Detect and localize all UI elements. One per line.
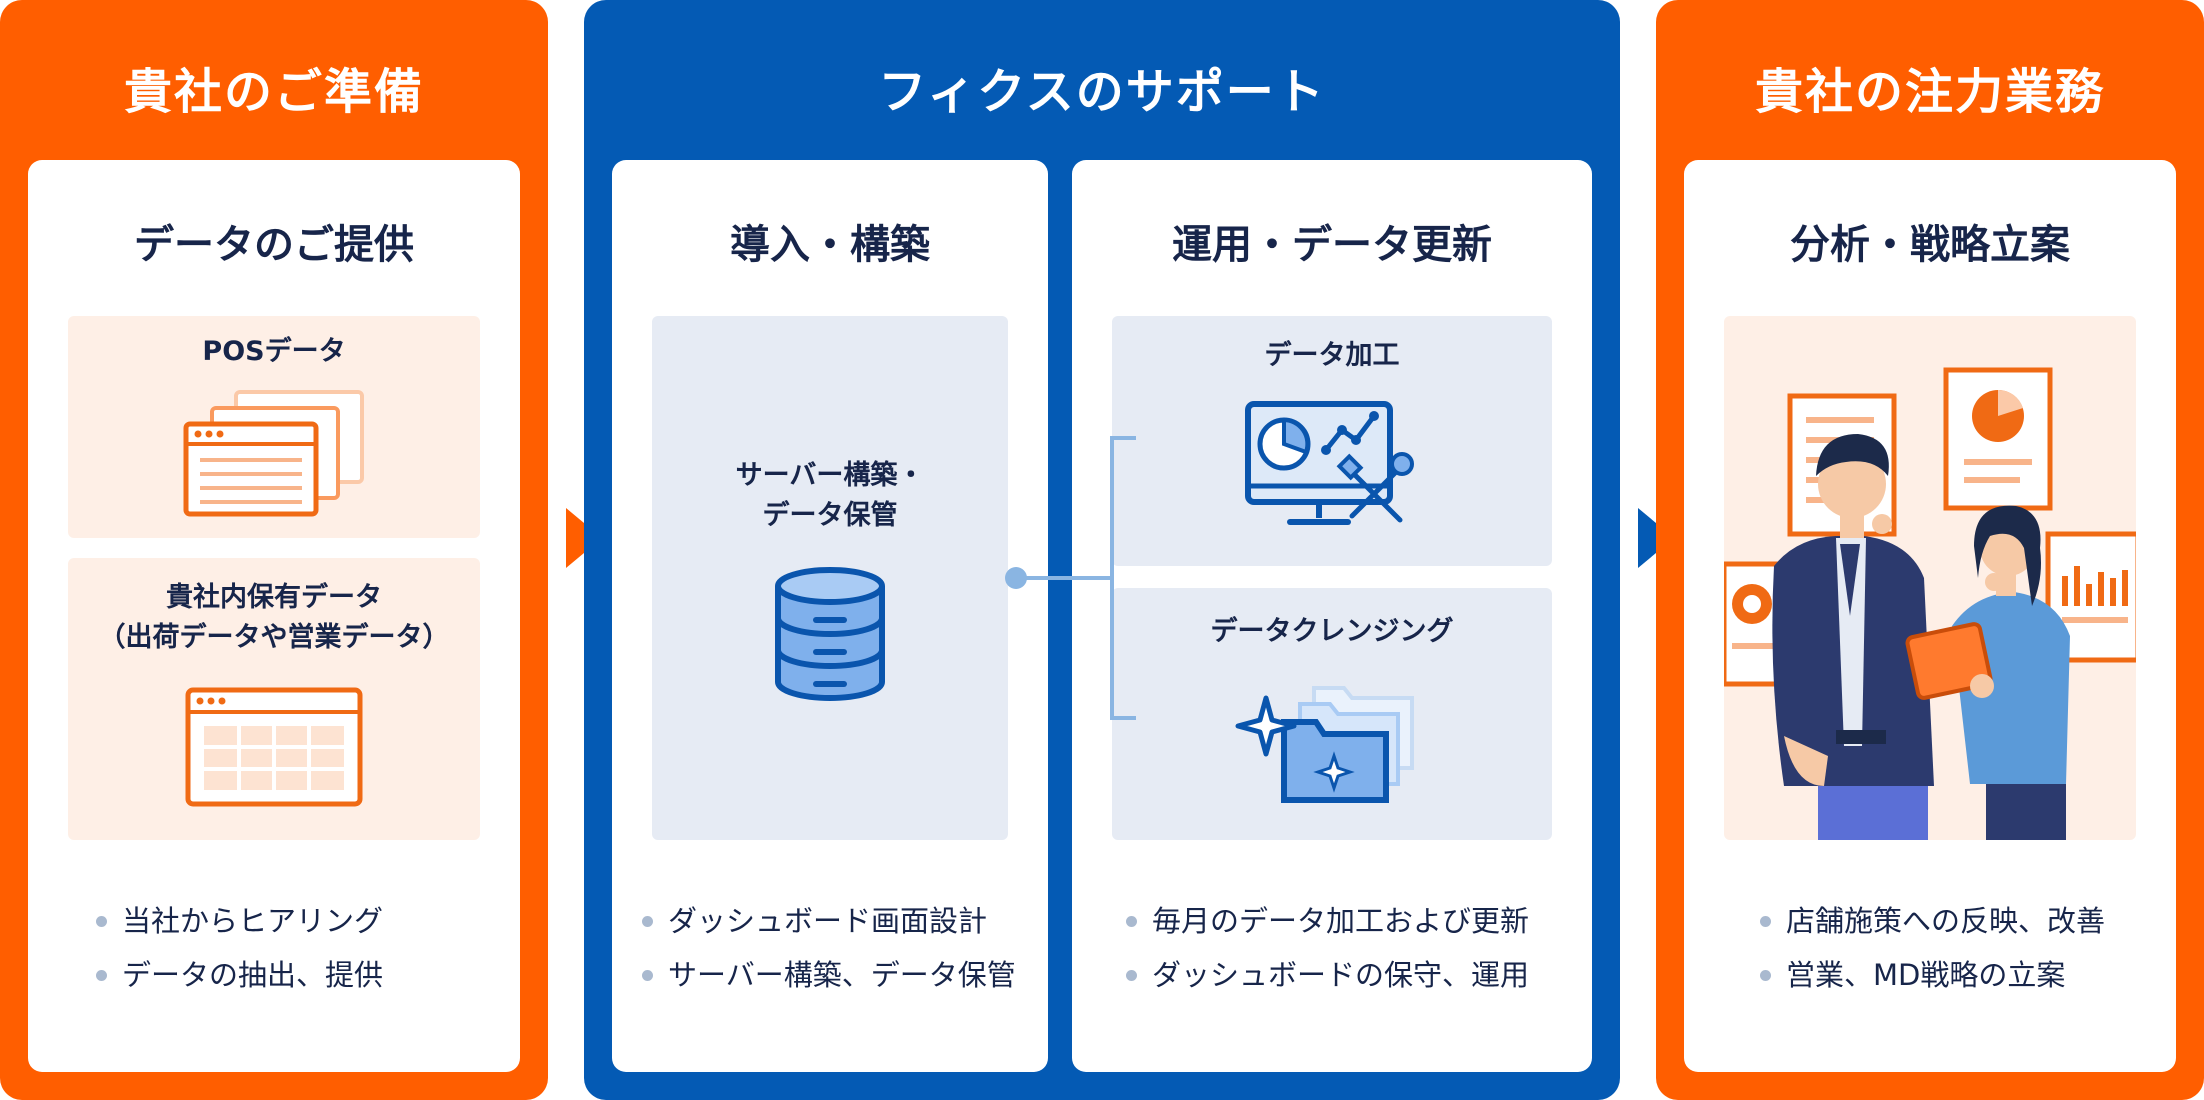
- card-data-provision: データのご提供 POSデータ 貴社内保有データ （出荷データや営業データ）: [28, 160, 520, 1072]
- bullet-item: サーバー構築、データ保管: [642, 948, 1016, 1002]
- browser-windows-icon: [183, 390, 364, 517]
- bullet-list: ダッシュボード画面設計 サーバー構築、データ保管: [642, 894, 1016, 1002]
- column-client-focus: 貴社の注力業務 分析・戦略立案: [1656, 0, 2204, 1100]
- item-title: データ加工: [1264, 340, 1400, 371]
- card-operation-update: 運用・データ更新 データ加工 データクレ: [1072, 160, 1592, 1072]
- process-connector: [1005, 436, 1136, 720]
- bullet-item: 営業、MD戦略の立案: [1760, 948, 2105, 1002]
- card-title: 導入・構築: [730, 222, 930, 268]
- item-data-processing: データ加工: [1112, 316, 1552, 566]
- item-title: POSデータ: [202, 336, 346, 367]
- bullet-list: 毎月のデータ加工および更新 ダッシュボードの保守、運用: [1126, 894, 1529, 1002]
- card-title: データのご提供: [134, 222, 414, 268]
- sparkle-folders-icon: [1235, 686, 1414, 803]
- column-fixx-support: フィクスのサポート 導入・構築 サーバー構築・ データ保管 ダッシュボード画面設…: [584, 0, 1620, 1100]
- bullet-item: 店舗施策への反映、改善: [1760, 894, 2105, 948]
- card-analysis-strategy: 分析・戦略立案: [1684, 160, 2176, 1072]
- column-client-preparation: 貴社のご準備 データのご提供 POSデータ 貴社内保有データ （出荷データや営業…: [0, 0, 548, 1100]
- column-title: 貴社のご準備: [123, 64, 424, 120]
- bullet-item: 当社からヒアリング: [96, 894, 383, 948]
- item-pos-data: POSデータ: [68, 316, 480, 538]
- monitor-chart-tools-icon: [1245, 401, 1414, 525]
- bullet-item: 毎月のデータ加工および更新: [1126, 894, 1529, 948]
- database-icon: [775, 567, 885, 701]
- business-people-illustration: [1724, 367, 2136, 840]
- item-title-line2: （出荷データや営業データ）: [98, 622, 450, 653]
- item-title: データクレンジング: [1210, 616, 1454, 647]
- item-data-cleansing: データクレンジング: [1112, 588, 1552, 840]
- card-setup-build: 導入・構築 サーバー構築・ データ保管 ダッシュボード画面設計 サーバー構築、デ…: [612, 160, 1048, 1072]
- bullet-item: ダッシュボード画面設計: [642, 894, 1016, 948]
- bullet-list: 店舗施策への反映、改善 営業、MD戦略の立案: [1760, 894, 2105, 1002]
- item-title-line1: サーバー構築・: [735, 460, 925, 491]
- bullet-item: ダッシュボードの保守、運用: [1126, 948, 1529, 1002]
- card-title: 運用・データ更新: [1172, 222, 1492, 268]
- bullet-list: 当社からヒアリング データの抽出、提供: [96, 894, 383, 1002]
- illustration-panel: [1724, 316, 2136, 840]
- bullet-item: データの抽出、提供: [96, 948, 383, 1002]
- card-title: 分析・戦略立案: [1790, 222, 2070, 268]
- item-server-build: サーバー構築・ データ保管: [652, 316, 1008, 840]
- spreadsheet-window-icon: [185, 687, 363, 807]
- column-title: フィクスのサポート: [878, 64, 1326, 120]
- item-title-line1: 貴社内保有データ: [166, 582, 382, 613]
- item-internal-data: 貴社内保有データ （出荷データや営業データ）: [68, 558, 480, 840]
- column-title: 貴社の注力業務: [1754, 64, 2105, 120]
- item-title-line2: データ保管: [762, 500, 898, 531]
